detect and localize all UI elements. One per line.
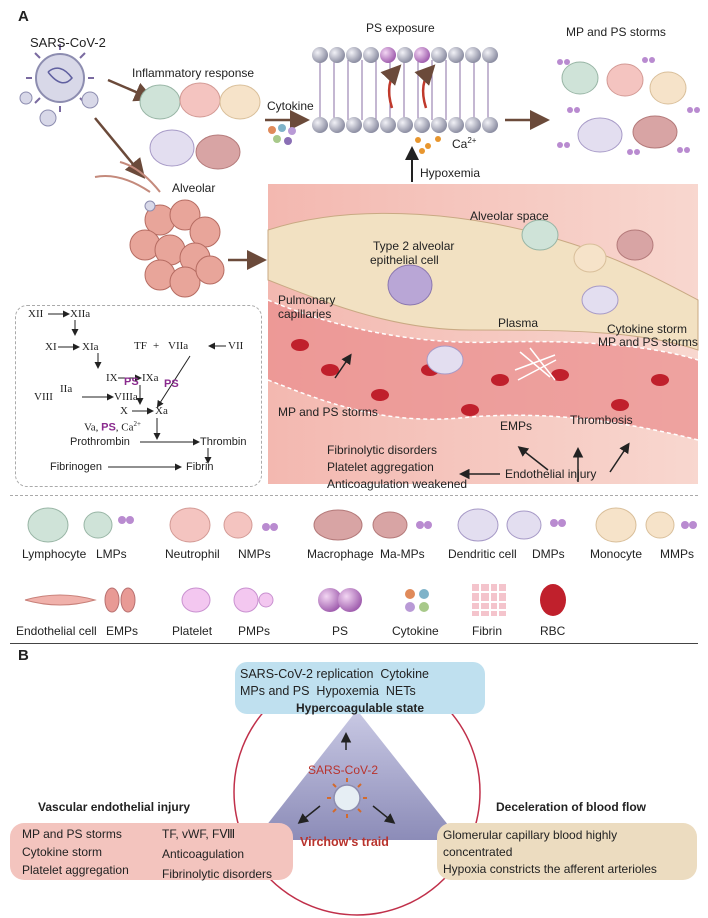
- legend-mmps: MMPs: [660, 547, 694, 561]
- fibrinolytic-label: Fibrinolytic disorders: [327, 443, 438, 457]
- legend-icons-row2: [24, 584, 566, 616]
- cascade-viii: VIII: [34, 391, 53, 403]
- coagulation-cascade-box: [15, 305, 262, 487]
- deceleration-line-1: Glomerular capillary blood highly: [443, 828, 618, 842]
- virchow-label: Virchow's traid: [300, 835, 389, 849]
- cascade-xa: Xa: [155, 405, 168, 417]
- deceleration-box: [437, 823, 697, 880]
- alveolar-space-label: Alveolar space: [470, 209, 549, 223]
- platelet-agg-label: Platelet aggregation: [327, 460, 434, 474]
- inflammatory-label: Inflammatory response: [132, 66, 255, 80]
- storm-cells-top: [557, 57, 700, 155]
- legend-dendritic-cell: Dendritic cell: [448, 547, 517, 561]
- anticoag-label: Anticoagulation weakened: [327, 477, 468, 491]
- vascular-left-2: Cytokine storm: [22, 845, 103, 859]
- cascade-va: Va, PS, Ca2+: [84, 420, 141, 434]
- mp-ps-storms-top-label: MP and PS storms: [566, 25, 666, 39]
- legend-pmps: PMPs: [238, 624, 271, 638]
- legend-ps: PS: [332, 624, 349, 638]
- cascade-ps-2: PS: [124, 376, 139, 388]
- cascade-ps-1: PS: [164, 378, 179, 390]
- legend-lmps: LMPs: [96, 547, 127, 561]
- legend-rbc: RBC: [540, 624, 566, 638]
- hypercoag-line-1: SARS-CoV-2 replication Cytokine: [240, 667, 429, 681]
- cascade-xi: XI: [45, 341, 57, 353]
- cascade-prothrombin: Prothrombin: [70, 436, 130, 448]
- deceleration-title: Deceleration of blood flow: [496, 800, 647, 814]
- cytokine-storm-label: Cytokine storm: [607, 322, 688, 336]
- legend-ma-mps: Ma-MPs: [380, 547, 425, 561]
- cascade-x: X: [120, 405, 128, 417]
- thrombosis-label: Thrombosis: [570, 413, 633, 427]
- vascular-title: Vascular endothelial injury: [38, 800, 191, 814]
- vascular-left-3: Platelet aggregation: [22, 863, 129, 877]
- alveolar-tissue-panel: [267, 184, 699, 484]
- cytokine-label: Cytokine: [267, 99, 314, 113]
- mp-ps-storms-low-label: MP and PS storms: [278, 405, 378, 419]
- panel-b-letter: B: [18, 647, 29, 664]
- sars-label: SARS-CoV-2: [30, 35, 106, 50]
- divider-top: [10, 495, 698, 496]
- divider-bottom: [10, 643, 698, 644]
- cascade-fibrinogen: Fibrinogen: [50, 461, 102, 473]
- pulmonary-label-2: capillaries: [278, 307, 332, 321]
- cascade-arrows: [48, 310, 226, 471]
- legend-lymphocyte: Lymphocyte: [22, 547, 87, 561]
- cascade-ixa: IXa: [142, 372, 159, 384]
- hypoxemia-label: Hypoxemia: [420, 166, 481, 180]
- cascade-xia: XIa: [82, 341, 99, 353]
- legend-neutrophil: Neutrophil: [165, 547, 220, 561]
- legend-cytokine: Cytokine: [392, 624, 439, 638]
- ca-label: Ca2+: [452, 136, 477, 151]
- cascade-iia: IIa: [60, 383, 73, 395]
- alveolar-label: Alveolar: [172, 181, 216, 195]
- cytokine-dots: [268, 124, 296, 145]
- cascade-tf: TF: [134, 340, 147, 352]
- hypercoag-box: [235, 662, 485, 714]
- plasma-label: Plasma: [498, 316, 539, 330]
- legend-platelet: Platelet: [172, 624, 213, 638]
- cascade-ix: IX: [106, 372, 118, 384]
- legend-icons-row1: [27, 507, 697, 543]
- vascular-right-1: TF, vWF, FⅧ: [162, 827, 236, 841]
- legend-emps: EMPs: [106, 624, 139, 638]
- vascular-right-2: Anticoagulation: [162, 847, 245, 861]
- cascade-fibrin: Fibrin: [186, 461, 214, 473]
- cascade-vii: VII: [228, 340, 244, 352]
- cascade-thrombin: Thrombin: [200, 436, 247, 448]
- cascade-viiia: VIIIa: [114, 391, 138, 403]
- emps-label: EMPs: [500, 419, 533, 433]
- pulmonary-label-1: Pulmonary: [278, 293, 336, 307]
- type2-label-1: Type 2 alveolar: [373, 239, 455, 253]
- legend-fibrin: Fibrin: [472, 624, 503, 638]
- cascade-xii: XII: [28, 308, 44, 320]
- vascular-right-3: Fibrinolytic disorders: [162, 867, 273, 881]
- cascade-plus: +: [153, 340, 160, 352]
- hypercoag-line-2: MPs and PS Hypoxemia NETs: [240, 684, 416, 698]
- membrane-bilayer: [312, 47, 498, 154]
- ps-exposure-label: PS exposure: [366, 21, 435, 35]
- alveolar-cluster: [94, 161, 225, 298]
- mp-ps-storms-right-label: MP and PS storms: [598, 335, 698, 349]
- vascular-box: [10, 823, 293, 880]
- center-virus-label: SARS-CoV-2: [308, 763, 379, 777]
- legend-dmps: DMPs: [532, 547, 565, 561]
- deceleration-line-2: concentrated: [443, 845, 513, 859]
- legend-monocyte: Monocyte: [590, 547, 643, 561]
- inflammatory-cells: [139, 82, 261, 170]
- cascade-xiia: XIIa: [70, 308, 91, 320]
- endothelial-injury-label: Endothelial injury: [505, 467, 597, 481]
- cascade-viia: VIIa: [168, 340, 189, 352]
- vascular-left-1: MP and PS storms: [22, 827, 122, 841]
- legend-nmps: NMPs: [238, 547, 271, 561]
- hypercoag-title: Hypercoagulable state: [296, 701, 425, 715]
- deceleration-line-3: Hypoxia constricts the afferent arteriol…: [443, 862, 657, 876]
- sars-virus-icon: [19, 44, 99, 127]
- type2-label-2: epithelial cell: [370, 253, 439, 267]
- legend-macrophage: Macrophage: [307, 547, 374, 561]
- panel-a-letter: A: [18, 8, 29, 25]
- legend-endothelial-cell: Endothelial cell: [16, 624, 97, 638]
